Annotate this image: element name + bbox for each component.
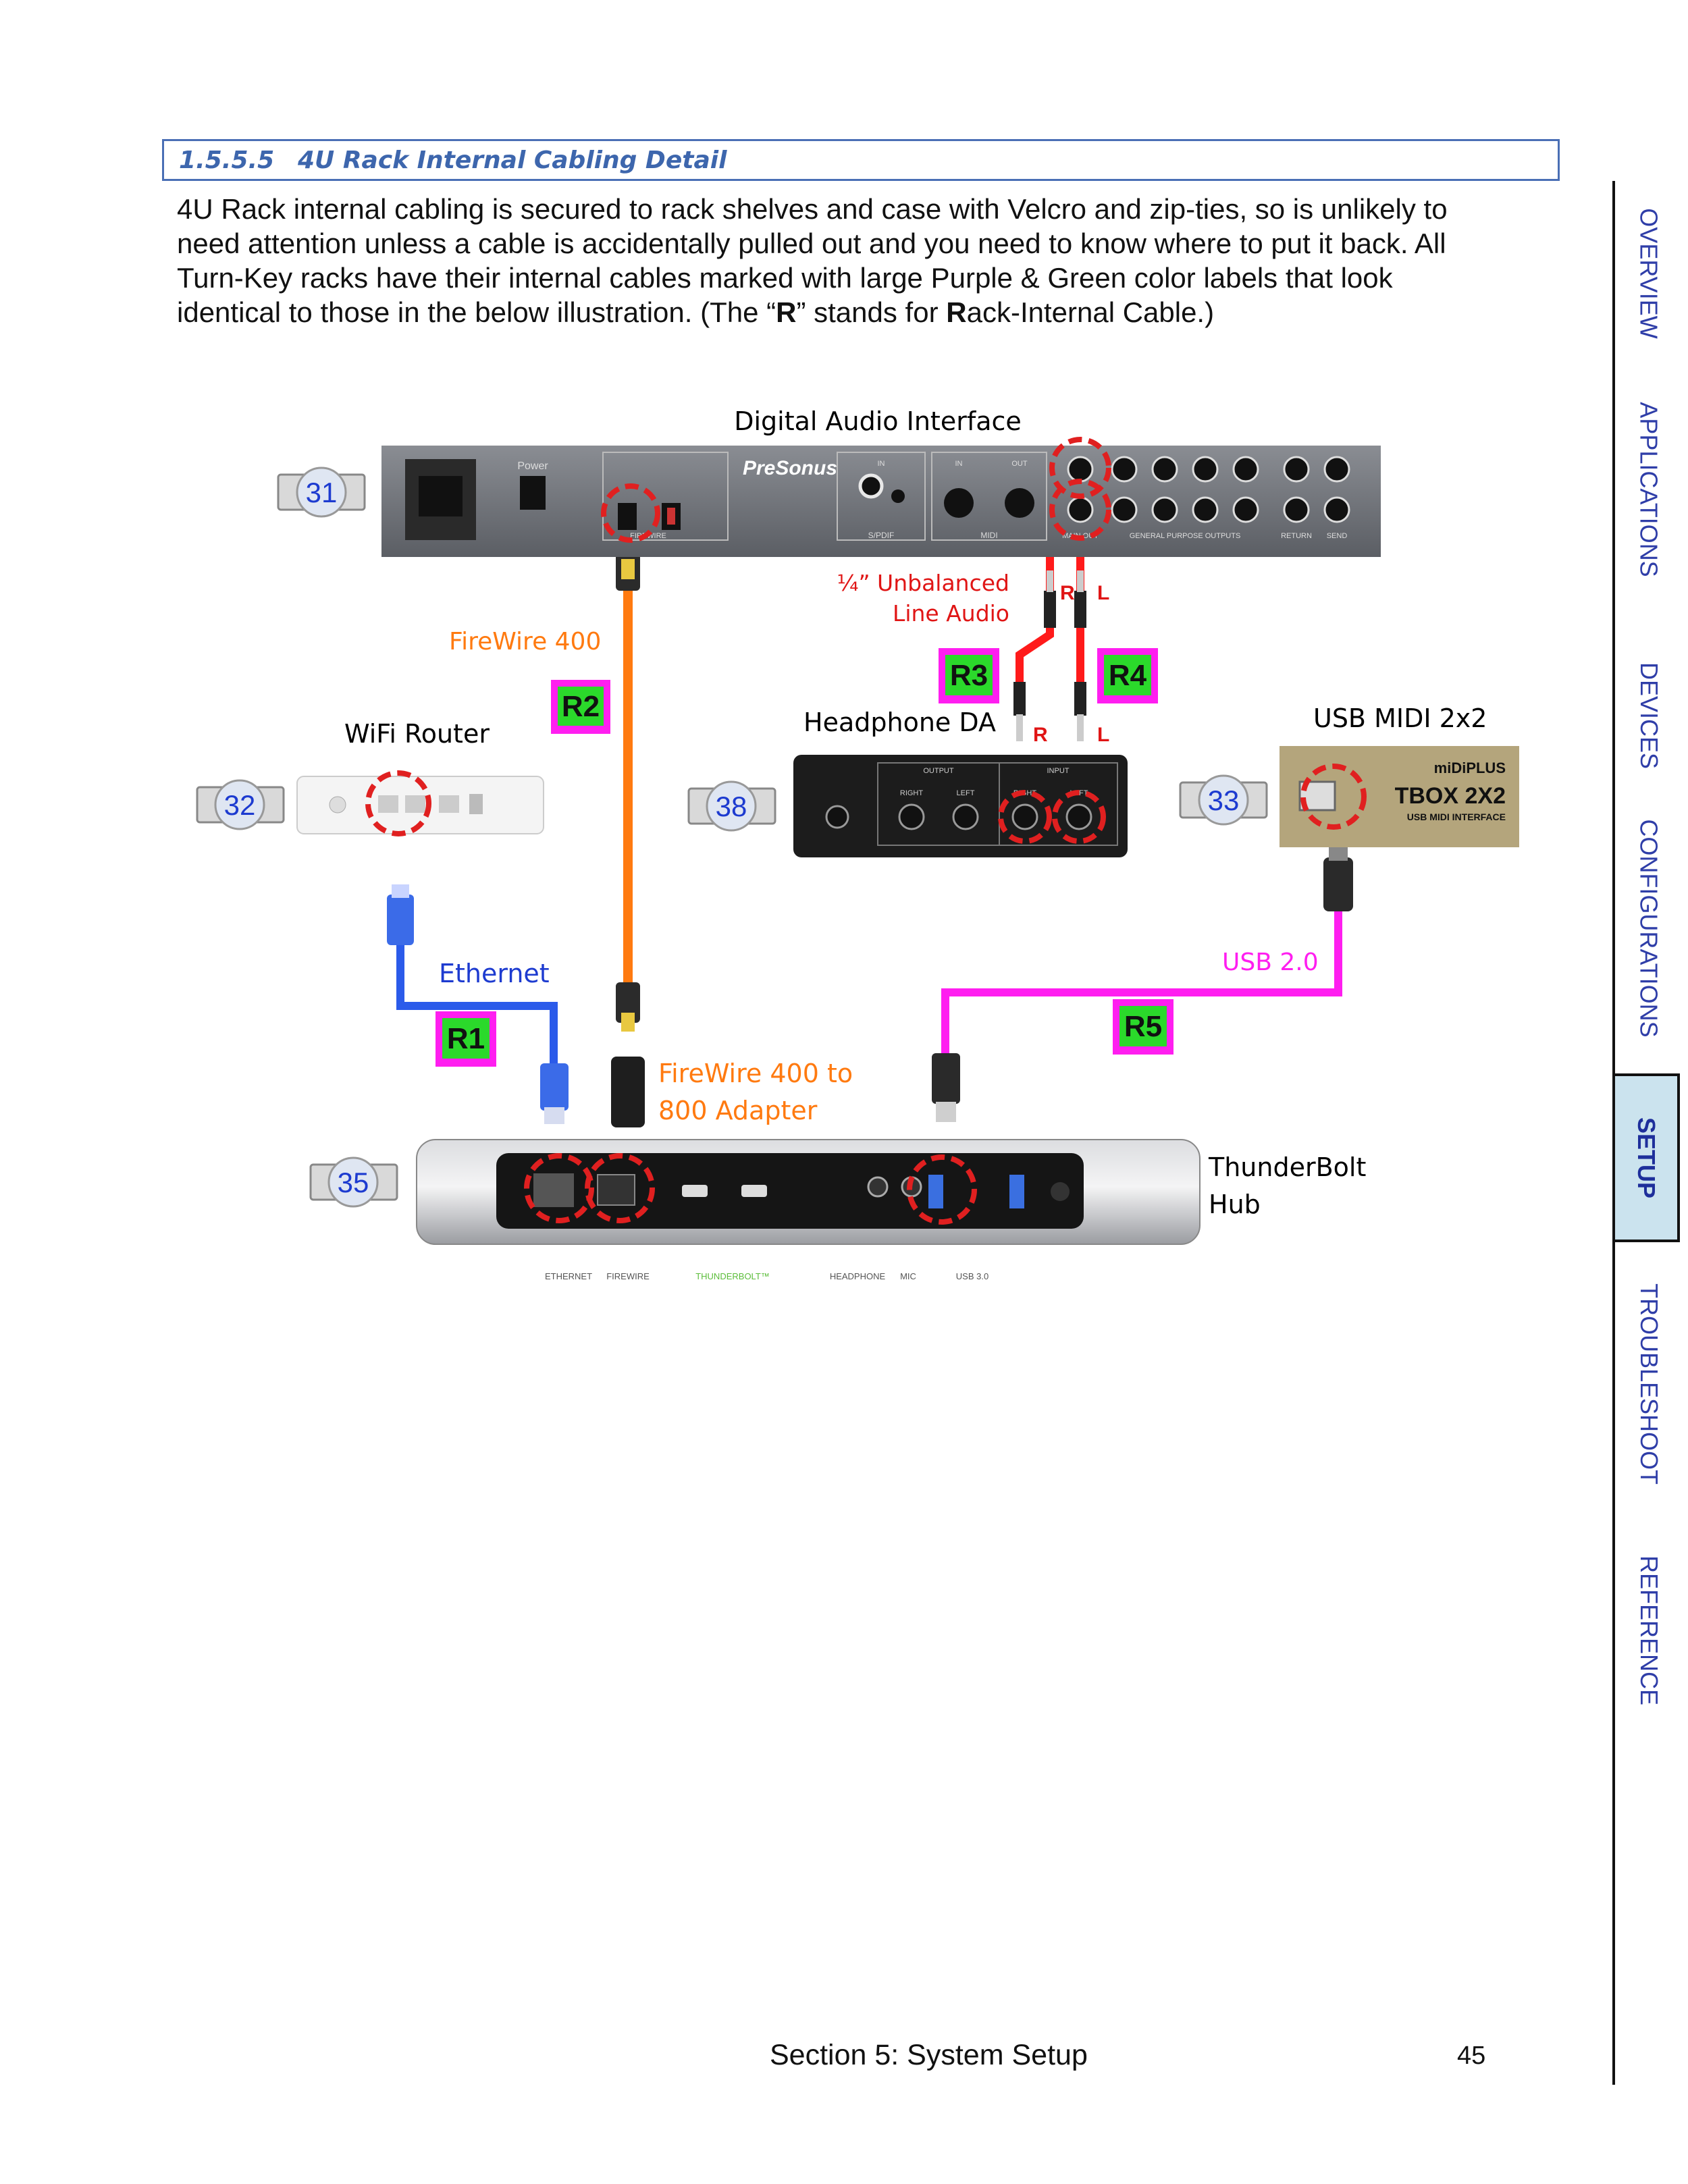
unbalanced-label: Line Audio xyxy=(893,600,1009,627)
svg-text:RETURN: RETURN xyxy=(1281,532,1312,540)
device-badge: 33 xyxy=(1179,774,1268,826)
highlight-circle xyxy=(524,1153,977,1225)
unbalanced-label: ¼” Unbalanced xyxy=(837,570,1009,596)
channel-r-label: R xyxy=(1060,582,1075,604)
svg-text:R3: R3 xyxy=(950,659,988,692)
cable-tag-r1: R1 xyxy=(436,1011,496,1067)
svg-text:RIGHT: RIGHT xyxy=(900,789,924,797)
svg-text:IN: IN xyxy=(878,460,885,468)
svg-text:32: 32 xyxy=(224,789,256,821)
firewire-connector-icon xyxy=(611,554,645,1127)
device-badge: 32 xyxy=(196,779,285,830)
cable-tag-r5: R5 xyxy=(1113,999,1173,1055)
tab-reference[interactable]: REFERENCE xyxy=(1635,1555,1663,1706)
usb-connector-icon xyxy=(932,847,1353,1122)
svg-text:INPUT: INPUT xyxy=(1047,767,1070,775)
svg-text:38: 38 xyxy=(716,791,747,822)
adapter-label: FireWire 400 to xyxy=(658,1059,853,1088)
ethernet-cable xyxy=(396,942,558,1080)
svg-text:LEFT: LEFT xyxy=(957,789,975,797)
svg-text:R4: R4 xyxy=(1109,659,1147,692)
cable-tag-r4: R4 xyxy=(1097,648,1158,703)
tab-troubleshoot[interactable]: TROUBLESHOOT xyxy=(1635,1283,1664,1485)
svg-text:TBOX 2X2: TBOX 2X2 xyxy=(1395,783,1506,809)
ethernet-connector-icon xyxy=(387,884,569,1124)
svg-text:33: 33 xyxy=(1208,784,1240,816)
section-title: 4U Rack Internal Cabling Detail xyxy=(298,147,727,174)
ethernet-label: Ethernet xyxy=(439,959,550,988)
highlight-circle xyxy=(998,790,1106,844)
tab-applications[interactable]: APPLICATIONS xyxy=(1635,402,1663,577)
svg-text:R2: R2 xyxy=(562,690,600,723)
adapter-label: 800 Adapter xyxy=(658,1096,818,1125)
intro-line: need attention unless a cable is acciden… xyxy=(177,228,1446,259)
audio-plug-icon xyxy=(1013,570,1086,741)
audio-cable-r xyxy=(1016,486,1054,682)
cable-tag-r2: R2 xyxy=(551,680,610,734)
svg-text:35: 35 xyxy=(338,1167,369,1198)
svg-text:ETHERNET: ETHERNET xyxy=(545,1271,592,1281)
usb-midi-label: USB MIDI 2x2 xyxy=(1313,703,1487,733)
tab-devices[interactable]: DEVICES xyxy=(1635,662,1664,770)
audio-interface-label: Digital Audio Interface xyxy=(734,406,1022,436)
svg-text:R5: R5 xyxy=(1124,1010,1162,1043)
cabling-diagram: Digital Audio Interface Power FIREWIRE P… xyxy=(196,406,1519,1281)
tab-overview[interactable]: OVERVIEW xyxy=(1635,208,1664,339)
intro-paragraph: 4U Rack internal cabling is secured to r… xyxy=(177,192,1541,329)
intro-line: identical to those in the below illustra… xyxy=(177,296,1215,328)
svg-text:31: 31 xyxy=(306,477,338,508)
device-badge: 35 xyxy=(309,1156,398,1208)
svg-text:IN: IN xyxy=(955,460,963,468)
device-badge: 31 xyxy=(277,467,366,518)
tab-configurations[interactable]: CONFIGURATIONS xyxy=(1635,819,1663,1038)
svg-text:MIDI: MIDI xyxy=(980,531,997,540)
channel-l-label: L xyxy=(1097,582,1109,604)
highlight-circle xyxy=(365,770,431,836)
presonus-logo: PreSonus xyxy=(743,457,837,479)
section-heading: 1.5.5.5 4U Rack Internal Cabling Detail xyxy=(162,139,1560,181)
firewire-label: FireWire 400 xyxy=(449,628,601,656)
cable-tag-r3: R3 xyxy=(939,648,999,703)
channel-r-label: R xyxy=(1033,724,1048,746)
page-number: 45 xyxy=(1457,2042,1486,2070)
footer-section-title: Section 5: System Setup xyxy=(770,2039,1088,2071)
intro-line: Turn-Key racks have their internal cable… xyxy=(177,262,1393,294)
svg-text:miDiPLUS: miDiPLUS xyxy=(1434,760,1506,776)
section-number: 1.5.5.5 xyxy=(179,147,275,174)
headphone-da-label: Headphone DA xyxy=(803,708,996,737)
svg-text:OUT: OUT xyxy=(1011,460,1028,468)
intro-line: 4U Rack internal cabling is secured to r… xyxy=(177,193,1448,225)
thunderbolt-hub-label: ThunderBolt xyxy=(1208,1152,1366,1182)
channel-l-label: L xyxy=(1097,724,1109,746)
svg-text:GENERAL PURPOSE OUTPUTS: GENERAL PURPOSE OUTPUTS xyxy=(1130,532,1241,540)
svg-text:USB 3.0: USB 3.0 xyxy=(956,1271,988,1281)
device-badge: 38 xyxy=(687,780,776,832)
highlight-circle xyxy=(601,437,1111,543)
highlight-circle xyxy=(1300,764,1367,830)
svg-text:S/PDIF: S/PDIF xyxy=(868,531,895,540)
svg-text:OUTPUT: OUTPUT xyxy=(923,767,954,775)
svg-text:MIC: MIC xyxy=(900,1271,916,1281)
wifi-router-label: WiFi Router xyxy=(344,719,490,749)
svg-text:SEND: SEND xyxy=(1327,532,1348,540)
svg-text:R1: R1 xyxy=(447,1022,485,1055)
usb-cable xyxy=(941,911,1342,1067)
svg-text:FIREWIRE: FIREWIRE xyxy=(606,1271,650,1281)
thunderbolt-hub-label: Hub xyxy=(1209,1190,1261,1219)
svg-text:Power: Power xyxy=(517,460,548,472)
svg-text:THUNDERBOLT™: THUNDERBOLT™ xyxy=(695,1271,770,1281)
jack-array xyxy=(1067,456,1350,523)
tab-setup[interactable]: SETUP xyxy=(1612,1073,1680,1242)
usb-label: USB 2.0 xyxy=(1222,949,1319,976)
svg-text:HEADPHONE: HEADPHONE xyxy=(830,1271,886,1281)
svg-text:USB MIDI INTERFACE: USB MIDI INTERFACE xyxy=(1407,811,1506,822)
